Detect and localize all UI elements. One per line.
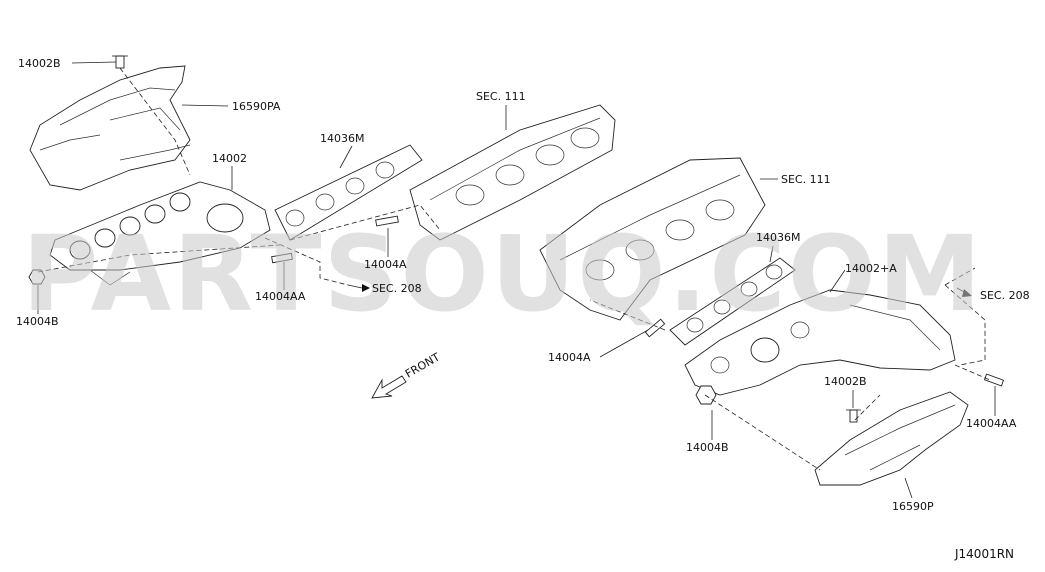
label-16590pa[interactable]: 16590PA <box>232 100 281 113</box>
exhaust-manifold-right[interactable] <box>684 289 956 396</box>
heat-shield-right[interactable] <box>814 391 969 486</box>
assembly-lines <box>37 67 991 471</box>
gasket-right[interactable] <box>669 257 796 346</box>
bolt-14002b-right[interactable] <box>846 409 861 423</box>
front-label: FRONT <box>403 350 442 380</box>
label-16590p[interactable]: 16590P <box>892 500 934 513</box>
label-14002[interactable]: 14002 <box>212 152 247 165</box>
label-14004aa-right[interactable]: 14004AA <box>966 417 1017 430</box>
exhaust-manifold-left[interactable] <box>49 181 271 286</box>
label-14004a-right[interactable]: 14004A <box>548 351 591 364</box>
nut-14004b-left[interactable] <box>28 269 46 285</box>
label-14004aa-left[interactable]: 14004AA <box>255 290 306 303</box>
watermark-text: PARTSOUQ.COM <box>22 213 983 335</box>
label-14002b-top[interactable]: 14002B <box>18 57 61 70</box>
label-sec208-right[interactable]: SEC. 208 <box>980 289 1030 302</box>
sec208-arrow-right <box>956 287 972 297</box>
front-arrow: FRONT <box>371 350 442 399</box>
label-14036m-left[interactable]: 14036M <box>320 132 364 145</box>
nut-14004b-right[interactable] <box>695 385 717 405</box>
label-sec208-left[interactable]: SEC. 208 <box>372 282 422 295</box>
label-14004a-left[interactable]: 14004A <box>364 258 407 271</box>
gasket-left[interactable] <box>274 144 423 241</box>
label-14002a[interactable]: 14002+A <box>845 262 897 275</box>
label-14036m-right[interactable]: 14036M <box>756 231 800 244</box>
leader-lines <box>37 61 996 499</box>
label-14004b-right[interactable]: 14004B <box>686 441 729 454</box>
diagram-code: J14001RN <box>954 547 1014 561</box>
label-14004b-left[interactable]: 14004B <box>16 315 59 328</box>
stud-14004aa-left[interactable] <box>271 252 293 264</box>
cylinder-head-right[interactable] <box>539 157 766 321</box>
label-sec111-right[interactable]: SEC. 111 <box>781 173 831 186</box>
label-14002b-right[interactable]: 14002B <box>824 375 867 388</box>
cylinder-head-top[interactable] <box>409 104 616 241</box>
stud-14004a-right[interactable] <box>644 318 666 338</box>
stud-14004a-left[interactable] <box>375 215 399 227</box>
stud-14004aa-right[interactable] <box>983 373 1005 387</box>
label-sec111-top[interactable]: SEC. 111 <box>476 90 526 103</box>
sec208-arrow-left <box>347 284 370 292</box>
heat-shield-left[interactable] <box>29 65 191 191</box>
